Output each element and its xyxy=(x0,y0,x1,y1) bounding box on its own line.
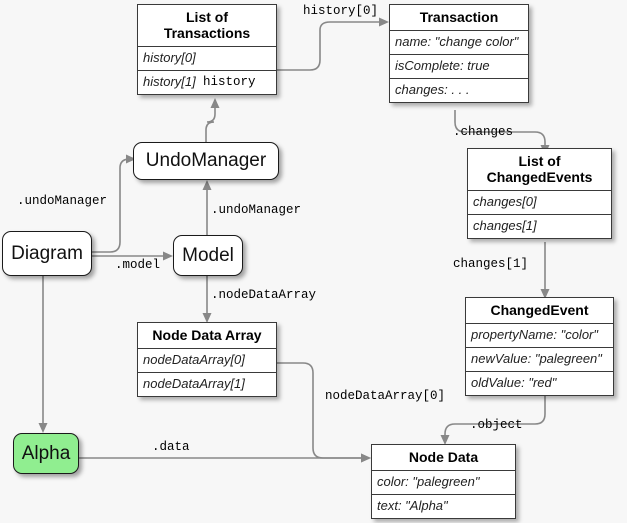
node-title: List of ChangedEvents xyxy=(468,149,611,191)
node-label: Diagram xyxy=(11,242,83,264)
link-label-history: history xyxy=(203,75,256,89)
record-item[interactable]: history[0] xyxy=(138,47,276,71)
node-transaction[interactable]: Transaction name: "change color" isCompl… xyxy=(389,4,529,103)
node-list-of-changed-events[interactable]: List of ChangedEvents changes[0] changes… xyxy=(467,148,612,239)
link-label-object: .object xyxy=(470,418,523,432)
node-label: Model xyxy=(182,244,234,266)
record-item[interactable]: oldValue: "red" xyxy=(466,372,613,395)
record-item[interactable]: nodeDataArray[1] xyxy=(138,373,276,396)
record-item[interactable]: changes: . . . xyxy=(390,79,528,102)
record-item[interactable]: name: "change color" xyxy=(390,31,528,55)
node-undo-manager[interactable]: UndoManager xyxy=(133,142,279,180)
record-item[interactable]: nodeDataArray[0] xyxy=(138,349,276,373)
link-label-data: .data xyxy=(152,440,190,454)
node-title: ChangedEvent xyxy=(466,298,613,324)
node-title: Node Data xyxy=(372,445,515,471)
record-item[interactable]: color: "palegreen" xyxy=(372,471,515,495)
link-label-undo-manager-from-diagram: .undoManager xyxy=(17,194,108,208)
record-item[interactable]: changes[0] xyxy=(468,191,611,215)
record-item[interactable]: newValue: "palegreen" xyxy=(466,348,613,372)
link-label-changes-1: changes[1] xyxy=(453,257,529,271)
node-node-data-array[interactable]: Node Data Array nodeDataArray[0] nodeDat… xyxy=(137,322,277,397)
record-item[interactable]: history[1] xyxy=(138,71,276,94)
node-diagram[interactable]: Diagram xyxy=(2,231,92,276)
link-label-changes: .changes xyxy=(453,125,514,139)
link-label-model: .model xyxy=(115,258,161,272)
record-item[interactable]: isComplete: true xyxy=(390,55,528,79)
record-item[interactable]: propertyName: "color" xyxy=(466,324,613,348)
node-changed-event[interactable]: ChangedEvent propertyName: "color" newVa… xyxy=(465,297,614,396)
node-title: Node Data Array xyxy=(138,323,276,349)
record-item[interactable]: changes[1] xyxy=(468,215,611,238)
node-list-of-transactions[interactable]: List of Transactions history[0] history[… xyxy=(137,4,277,95)
node-title: Transaction xyxy=(390,5,528,31)
link-label-history-0: history[0] xyxy=(303,4,379,18)
link-label-node-data-array: .nodeDataArray xyxy=(211,288,317,302)
node-model[interactable]: Model xyxy=(173,235,243,276)
link-label-node-data-array-0: nodeDataArray[0] xyxy=(325,389,446,403)
link-label-undo-manager-from-model: .undoManager xyxy=(211,203,302,217)
node-alpha[interactable]: Alpha xyxy=(13,433,79,474)
node-label: UndoManager xyxy=(145,150,267,171)
node-node-data[interactable]: Node Data color: "palegreen" text: "Alph… xyxy=(371,444,516,519)
record-item[interactable]: text: "Alpha" xyxy=(372,495,515,518)
node-label: Alpha xyxy=(21,442,71,464)
node-title: List of Transactions xyxy=(138,5,276,47)
